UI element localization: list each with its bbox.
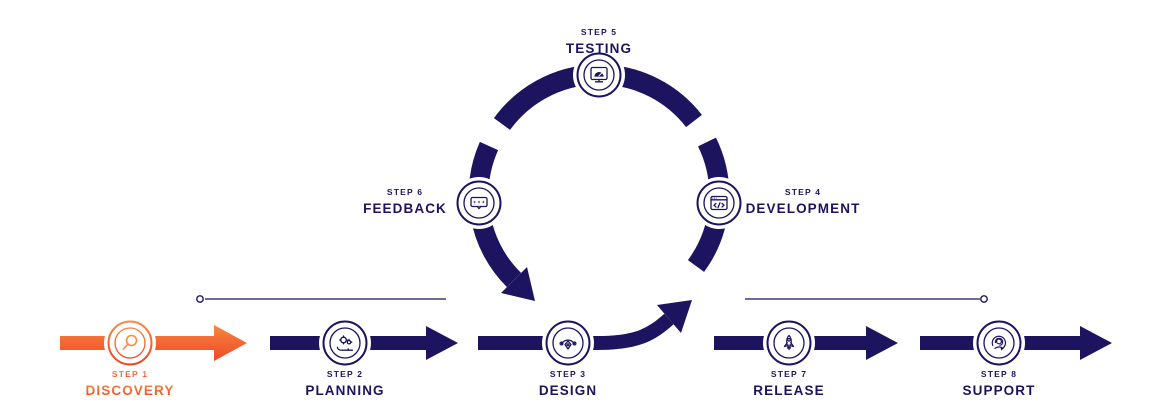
- iteration-loop: [468, 64, 730, 301]
- step-5-name: TESTING: [565, 41, 633, 56]
- step-2-name: PLANNING: [305, 383, 385, 398]
- badge-release: [763, 317, 815, 369]
- step-1-label: STEP 1: [111, 369, 149, 379]
- gears-hand-icon: [336, 335, 354, 351]
- step-badges: [104, 49, 1025, 369]
- line-end-dot: [980, 295, 988, 303]
- step-8-name: SUPPORT: [962, 383, 1036, 398]
- headset-icon: [991, 335, 1007, 351]
- step-1-name: DISCOVERY: [85, 383, 175, 398]
- code-window-icon: [710, 195, 728, 211]
- badge-discovery: [104, 317, 156, 369]
- step-3-name: DESIGN: [538, 383, 598, 398]
- magnifier-icon: [122, 334, 138, 350]
- badge-development: [693, 177, 745, 229]
- badge-design: [542, 317, 594, 369]
- badge-testing: [573, 49, 625, 101]
- step-2-label: STEP 2: [326, 369, 364, 379]
- decorative-line-right: [745, 295, 988, 303]
- step-4-name: DEVELOPMENT: [745, 201, 861, 216]
- step-3-label: STEP 3: [549, 369, 587, 379]
- step-6-name: FEEDBACK: [363, 201, 447, 216]
- rocket-icon: [783, 334, 795, 351]
- step-8-label: STEP 8: [980, 369, 1018, 379]
- line-end-dot: [196, 295, 204, 303]
- decorative-line-left: [196, 295, 446, 303]
- monitor-gauge-icon: [590, 66, 608, 83]
- step-7-label: STEP 7: [770, 369, 808, 379]
- step-6-label: STEP 6: [386, 187, 424, 197]
- rating-bubble-icon: [470, 196, 488, 210]
- badge-support: [973, 317, 1025, 369]
- badge-planning: [319, 317, 371, 369]
- badge-feedback: [453, 177, 505, 229]
- step-4-label: STEP 4: [784, 187, 822, 197]
- loop-arrowhead: [501, 267, 535, 301]
- step-7-name: RELEASE: [753, 383, 825, 398]
- pen-tool-icon: [559, 339, 577, 350]
- step-5-label: STEP 5: [580, 27, 618, 37]
- arrow-design-into-loop: [478, 300, 692, 350]
